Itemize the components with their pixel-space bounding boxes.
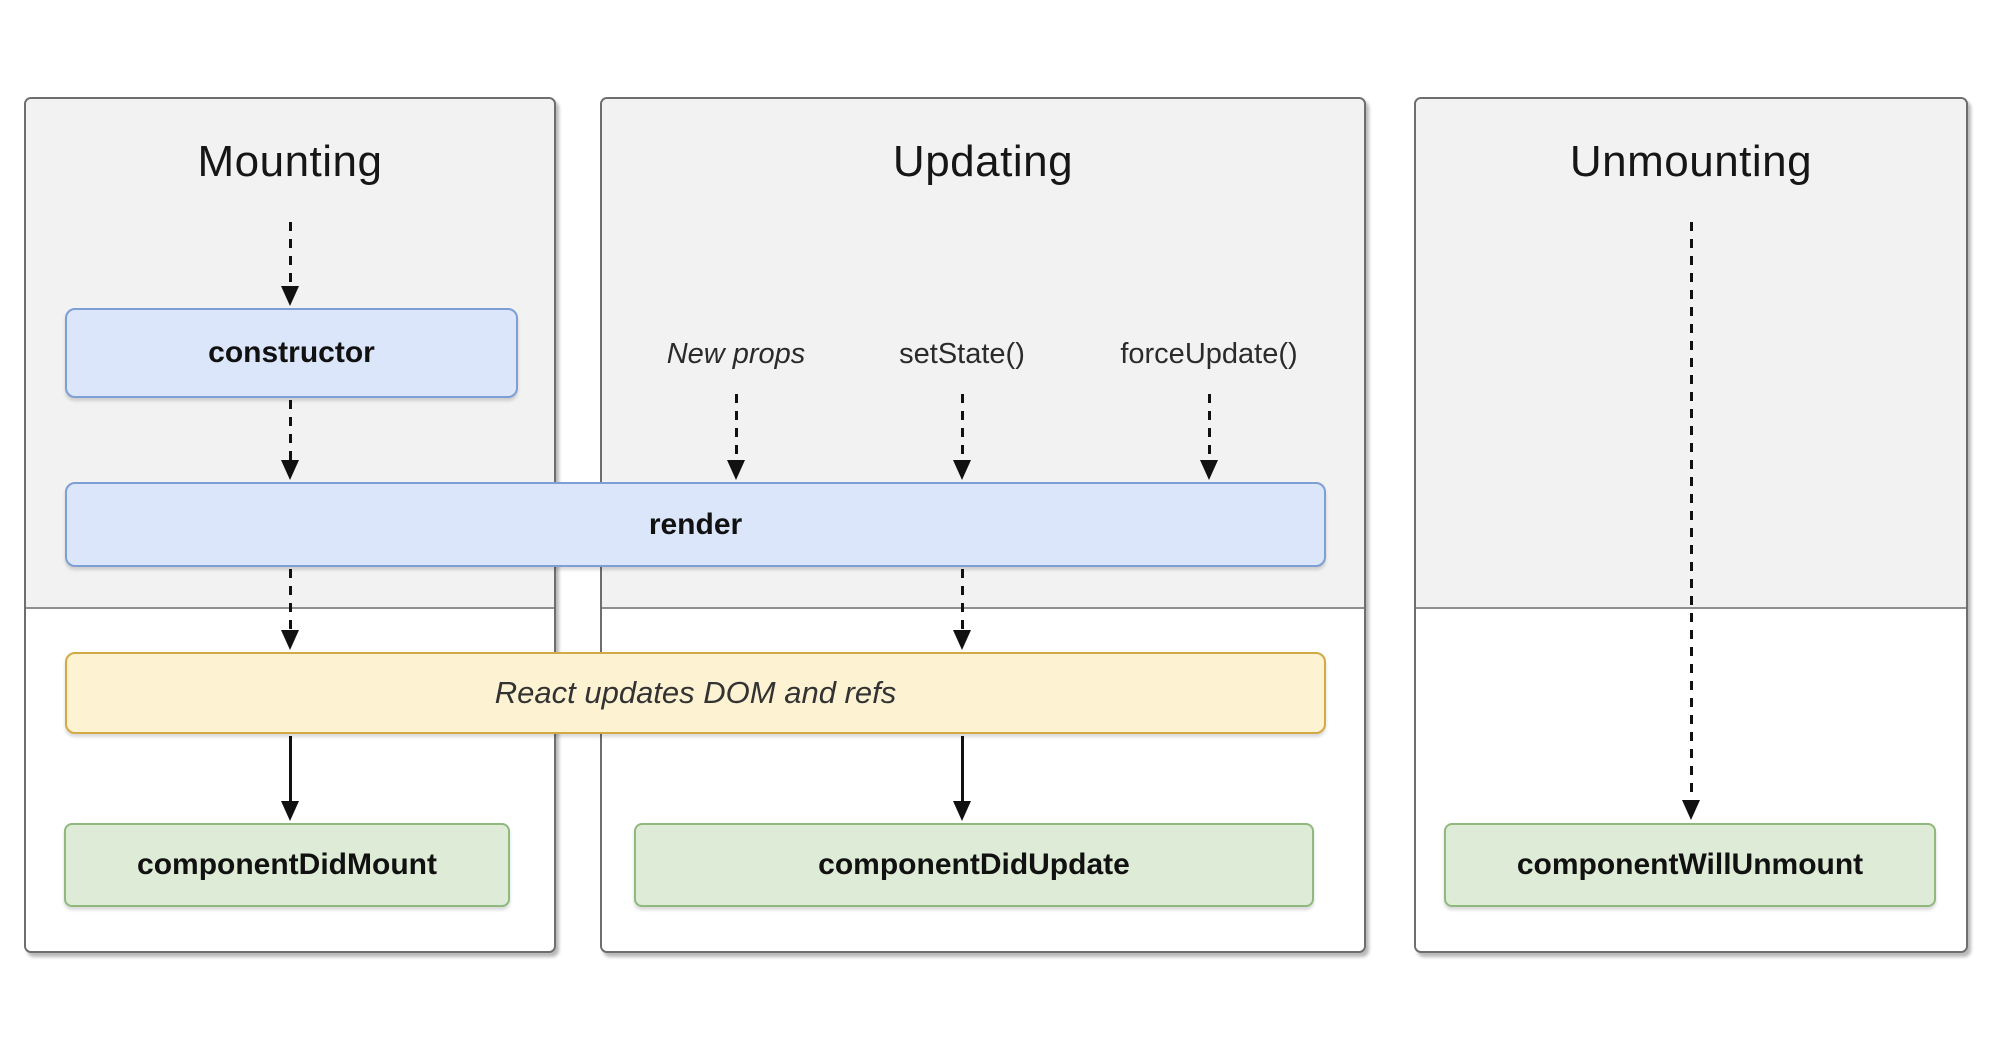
arrow-head-icon [1682, 800, 1700, 820]
arrow-new-props-to-render [727, 394, 745, 480]
node-render[interactable]: render [65, 482, 1326, 567]
arrow-mounting-to-constructor [281, 222, 299, 306]
arrow-line [1207, 394, 1211, 461]
panel-title-mounting: Mounting [197, 137, 383, 186]
arrow-head-icon [953, 460, 971, 480]
arrow-dom-update-to-component-did-mount [281, 736, 299, 821]
arrow-render-to-dom-update-updating [953, 569, 971, 650]
arrow-line [734, 394, 738, 461]
trigger-force-update: forceUpdate() [1120, 338, 1298, 370]
arrow-line [1689, 222, 1693, 801]
node-component-did-update[interactable]: componentDidUpdate [634, 823, 1314, 907]
node-constructor[interactable]: constructor [65, 308, 518, 398]
arrow-unmounting-to-component-will-unmount [1682, 222, 1700, 820]
panel-title-unmounting: Unmounting [1569, 137, 1813, 186]
trigger-set-state: setState() [899, 338, 1025, 370]
arrow-force-update-to-render [1200, 394, 1218, 480]
arrow-head-icon [281, 286, 299, 306]
arrow-line [288, 736, 292, 802]
node-component-will-unmount[interactable]: componentWillUnmount [1444, 823, 1936, 907]
arrow-head-icon [953, 801, 971, 821]
arrow-line [960, 394, 964, 461]
arrow-set-state-to-render [953, 394, 971, 480]
arrow-head-icon [953, 630, 971, 650]
arrow-line [288, 569, 292, 631]
arrow-line [960, 736, 964, 802]
arrow-line [960, 569, 964, 631]
node-component-did-mount[interactable]: componentDidMount [64, 823, 510, 907]
arrow-head-icon [281, 460, 299, 480]
arrow-head-icon [281, 630, 299, 650]
arrow-head-icon [1200, 460, 1218, 480]
node-react-updates-dom-and-refs: React updates DOM and refs [65, 652, 1326, 734]
arrow-constructor-to-render [281, 400, 299, 480]
arrow-head-icon [281, 801, 299, 821]
arrow-line [288, 222, 292, 287]
panel-title-updating: Updating [892, 137, 1074, 186]
arrow-line [288, 400, 292, 461]
trigger-new-props: New props [666, 338, 806, 370]
arrow-head-icon [727, 460, 745, 480]
arrow-dom-update-to-component-did-update [953, 736, 971, 821]
arrow-render-to-dom-update-mounting [281, 569, 299, 650]
